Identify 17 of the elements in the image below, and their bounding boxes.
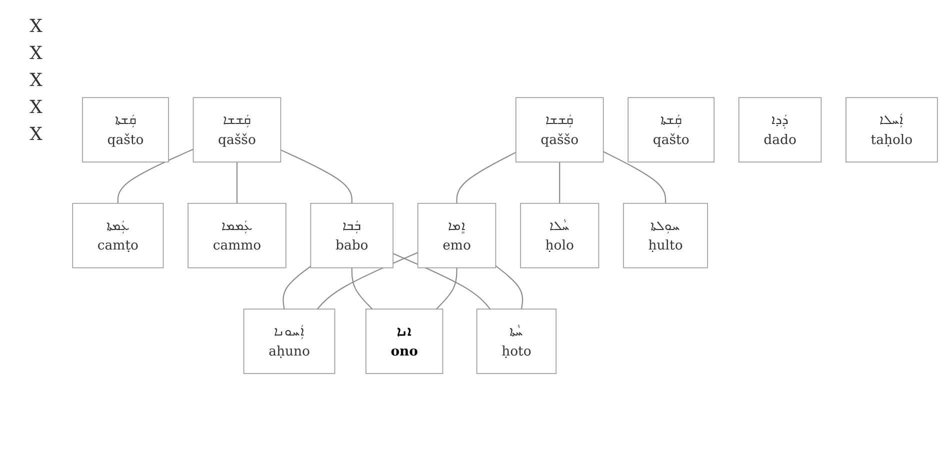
connector — [351, 268, 373, 310]
marriage-sign: X — [30, 97, 42, 118]
marriage-sign: X — [30, 43, 42, 64]
connector — [117, 149, 194, 204]
connector — [436, 268, 458, 310]
connector — [392, 253, 491, 310]
connector — [456, 152, 516, 204]
marriage-sign: X — [30, 16, 42, 37]
connector — [282, 266, 312, 310]
connector — [280, 150, 352, 204]
marriage-sign: X — [30, 70, 42, 91]
connector — [495, 266, 524, 310]
connector — [316, 252, 418, 310]
connector — [603, 152, 666, 204]
connector — [559, 162, 560, 204]
connector — [236, 162, 238, 204]
marriage-sign: X — [30, 124, 42, 145]
